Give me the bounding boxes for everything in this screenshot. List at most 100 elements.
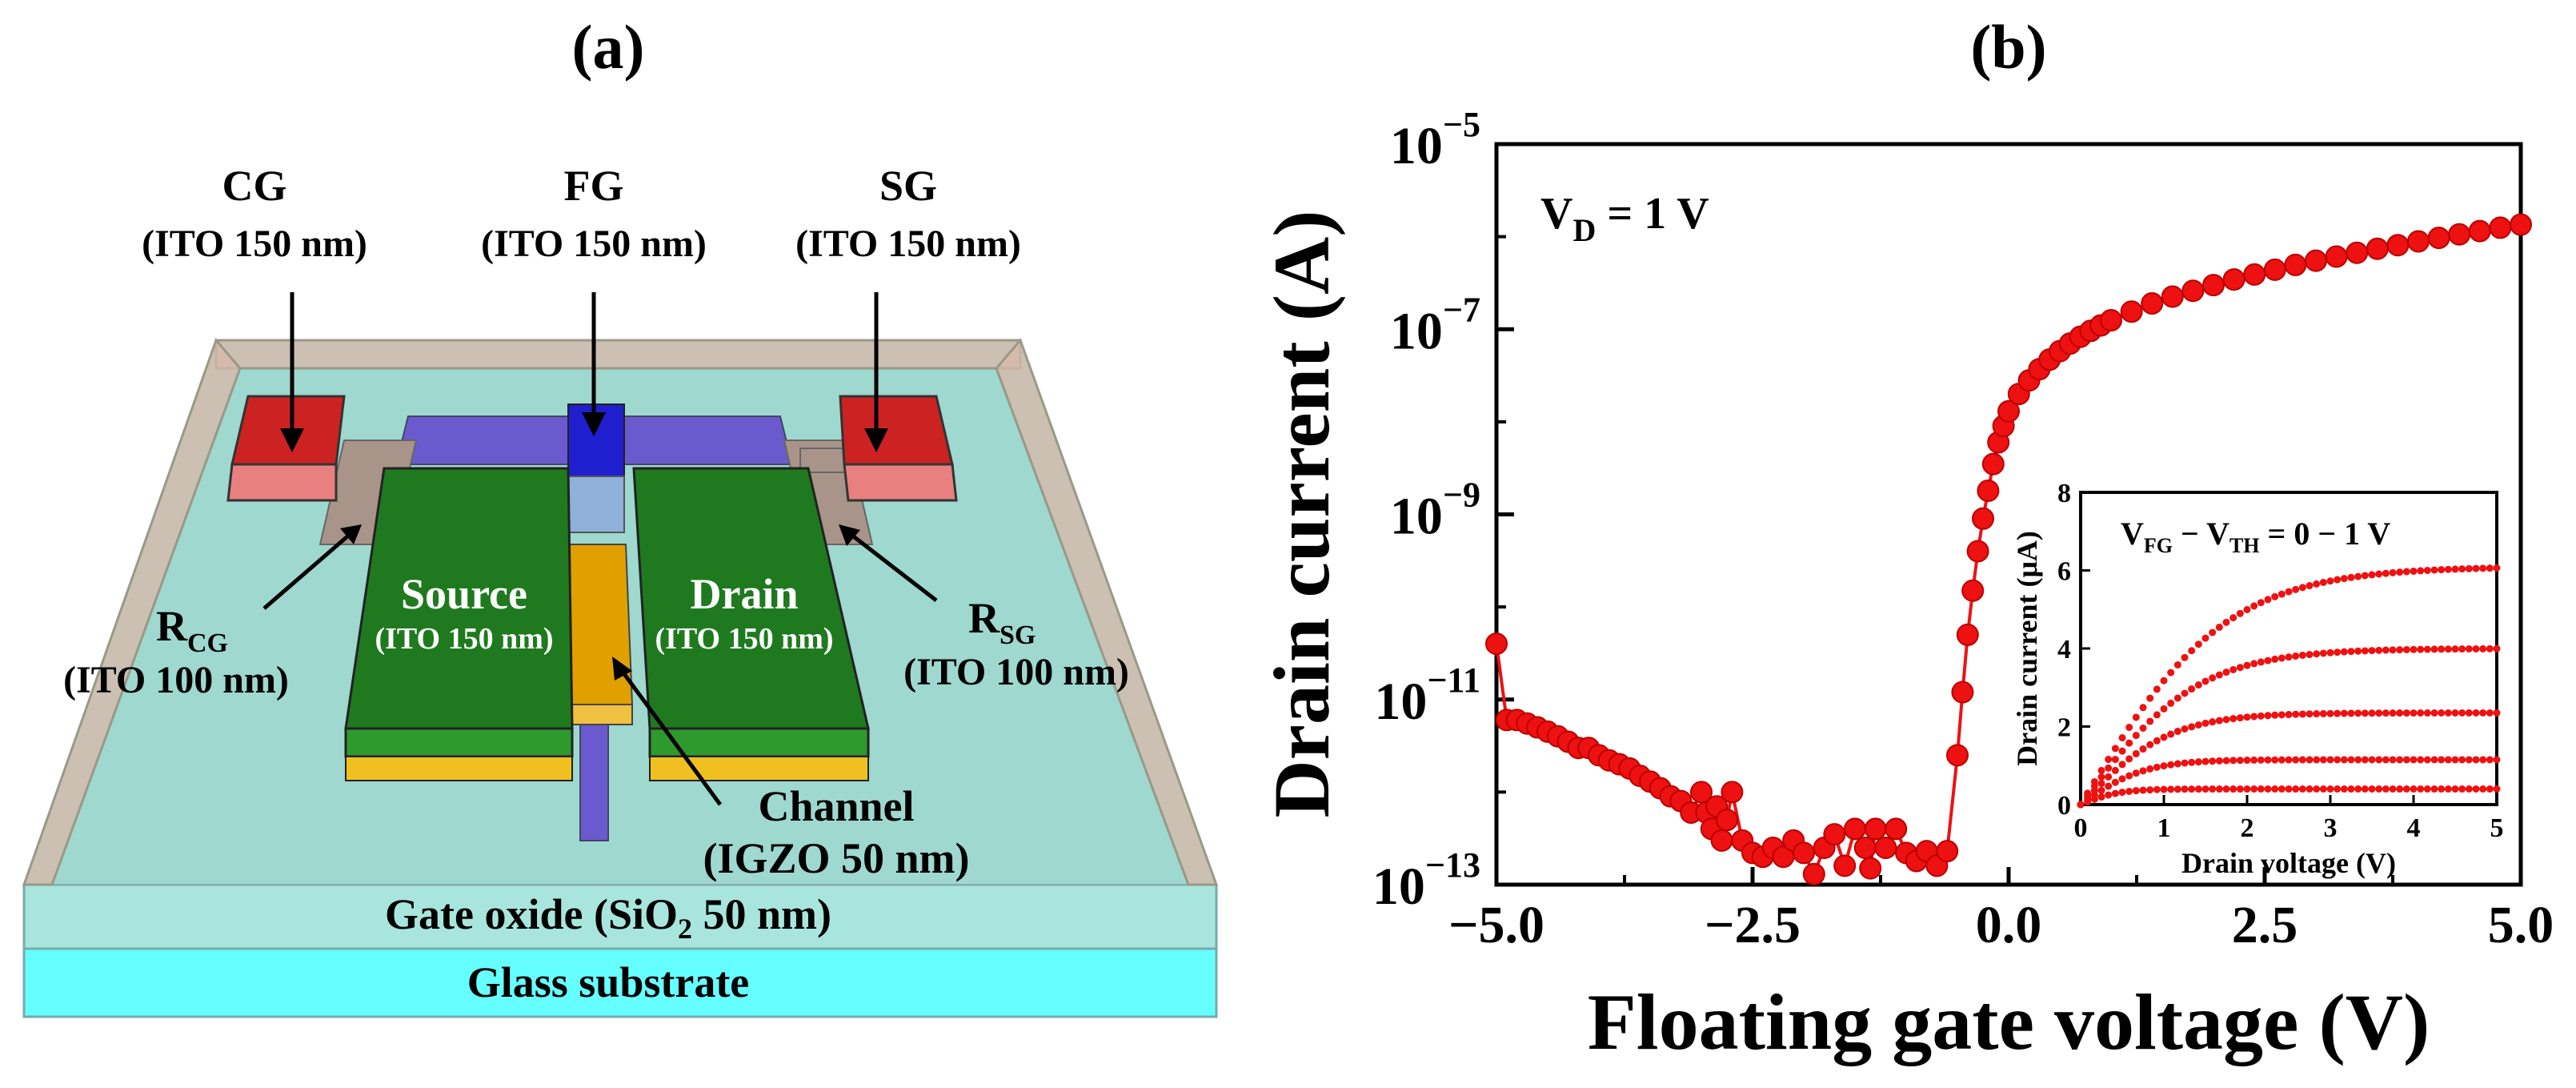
inset-data-point xyxy=(2319,649,2327,657)
transparent-wall xyxy=(22,338,1219,886)
inset-data-point xyxy=(2382,785,2390,793)
glass-substrate-label: Glass substrate xyxy=(467,958,750,1006)
main-data-point xyxy=(1977,479,2000,502)
inset-data-point xyxy=(2201,677,2209,685)
main-data-points xyxy=(1485,213,2532,885)
inset-data-point xyxy=(2243,605,2251,613)
inset-data-point xyxy=(2215,757,2223,765)
inset-data-point xyxy=(2472,785,2480,793)
inset-data-point xyxy=(2472,709,2480,717)
main-data-point xyxy=(2510,213,2532,236)
inset-data-point xyxy=(2334,576,2342,584)
rcg-sublabel: (ITO 100 nm) xyxy=(63,659,289,701)
inset-data-point xyxy=(2458,756,2466,764)
inset-data-point xyxy=(2375,785,2383,793)
inset-data-point xyxy=(2173,660,2181,668)
inset-data-point xyxy=(2292,585,2300,593)
inset-data-point xyxy=(2326,756,2334,764)
inset-data-point xyxy=(2319,709,2327,717)
inset-data-point xyxy=(2368,709,2376,717)
inset-data-point xyxy=(2250,785,2258,793)
inset-data-point xyxy=(2396,756,2404,764)
main-data-point xyxy=(1936,840,1959,863)
inset-data-point xyxy=(2361,756,2369,764)
inset-data-point xyxy=(2257,658,2265,666)
inset-data-point xyxy=(2402,568,2410,576)
select-gate-pad xyxy=(839,395,958,502)
inset-annotation: VFG − VTH = 0 − 1 V xyxy=(2121,516,2390,557)
main-data-point xyxy=(2448,223,2471,246)
inset-data-point xyxy=(2271,592,2279,600)
inset-data-point xyxy=(2354,709,2362,717)
inset-data-point xyxy=(2173,785,2181,793)
inset-data-point xyxy=(2229,785,2237,793)
inset-data-point xyxy=(2181,785,2189,793)
inset-data-point xyxy=(2201,634,2209,642)
inset-data-point xyxy=(2167,730,2175,738)
panel-a-title: (a) xyxy=(572,12,645,82)
main-x-tick-label: 2.5 xyxy=(2232,896,2298,954)
inset-data-point xyxy=(2181,725,2189,733)
inset-data-point xyxy=(2389,756,2397,764)
inset-data-point xyxy=(2326,648,2334,656)
inset-data-point xyxy=(2430,756,2438,764)
inset-data-point xyxy=(2201,719,2209,727)
inset-data-point xyxy=(2105,756,2113,764)
main-y-tick-label: 10−5 xyxy=(1390,105,1480,175)
inset-data-point xyxy=(2334,785,2342,793)
inset-data-point xyxy=(2188,785,2196,793)
inset-data-point xyxy=(2340,648,2348,656)
inset-data-point xyxy=(2222,785,2230,793)
channel-label: Channel xyxy=(758,782,914,830)
inset-data-point xyxy=(2361,572,2369,580)
cg-sublabel: (ITO 150 nm) xyxy=(142,223,367,265)
inset-data-point xyxy=(2271,655,2279,663)
inset-data-point xyxy=(2465,756,2473,764)
inset-data-point xyxy=(2389,646,2397,654)
inset-data-point xyxy=(2243,713,2251,721)
inset-y-tick-label: 0 xyxy=(2057,791,2071,821)
inset-data-point xyxy=(2340,756,2348,764)
inset-data-point xyxy=(2278,654,2286,662)
inset-data-point xyxy=(2278,785,2286,793)
inset-data-point xyxy=(2236,714,2244,722)
inset-data-point xyxy=(2292,710,2300,718)
inset-data-point xyxy=(2271,756,2279,764)
inset-data-point xyxy=(2306,651,2314,659)
inset-data-point xyxy=(2250,756,2258,764)
main-data-point xyxy=(2386,234,2410,257)
main-data-point xyxy=(2468,219,2491,243)
inset-data-point xyxy=(2298,785,2306,793)
inset-data-point xyxy=(2319,756,2327,764)
inset-data-point xyxy=(2354,785,2362,793)
inset-data-point xyxy=(2354,572,2362,580)
inset-data-point xyxy=(2222,668,2230,676)
inset-data-point xyxy=(2410,645,2418,653)
inset-data-point xyxy=(2375,709,2383,717)
inset-data-point xyxy=(2105,782,2113,790)
inset-data-point xyxy=(2410,709,2418,717)
inset-data-point xyxy=(2292,652,2300,660)
inset-data-point xyxy=(2257,712,2265,720)
inset-data-point xyxy=(2368,571,2376,579)
vd-annotation: VD = 1 V xyxy=(1540,189,1709,248)
inset-data-point xyxy=(2444,645,2452,653)
inset-data-point xyxy=(2458,785,2466,793)
main-data-point xyxy=(1956,623,1979,646)
inset-data-point xyxy=(2194,785,2202,793)
inset-data-point xyxy=(2410,785,2418,793)
inset-data-point xyxy=(2118,761,2126,769)
inset-data-point xyxy=(2264,712,2272,720)
inset-data-point xyxy=(2472,564,2480,572)
main-x-axis-title: Floating gate voltage (V) xyxy=(1588,978,2430,1066)
inset-data-point xyxy=(2229,614,2237,622)
inset-data-point xyxy=(2444,709,2452,717)
inset-data-point xyxy=(2402,785,2410,793)
inset-data-point xyxy=(2097,766,2105,774)
inset-data-point xyxy=(2181,689,2189,697)
inset-data-point xyxy=(2319,578,2327,586)
inset-data-point xyxy=(2306,582,2314,590)
